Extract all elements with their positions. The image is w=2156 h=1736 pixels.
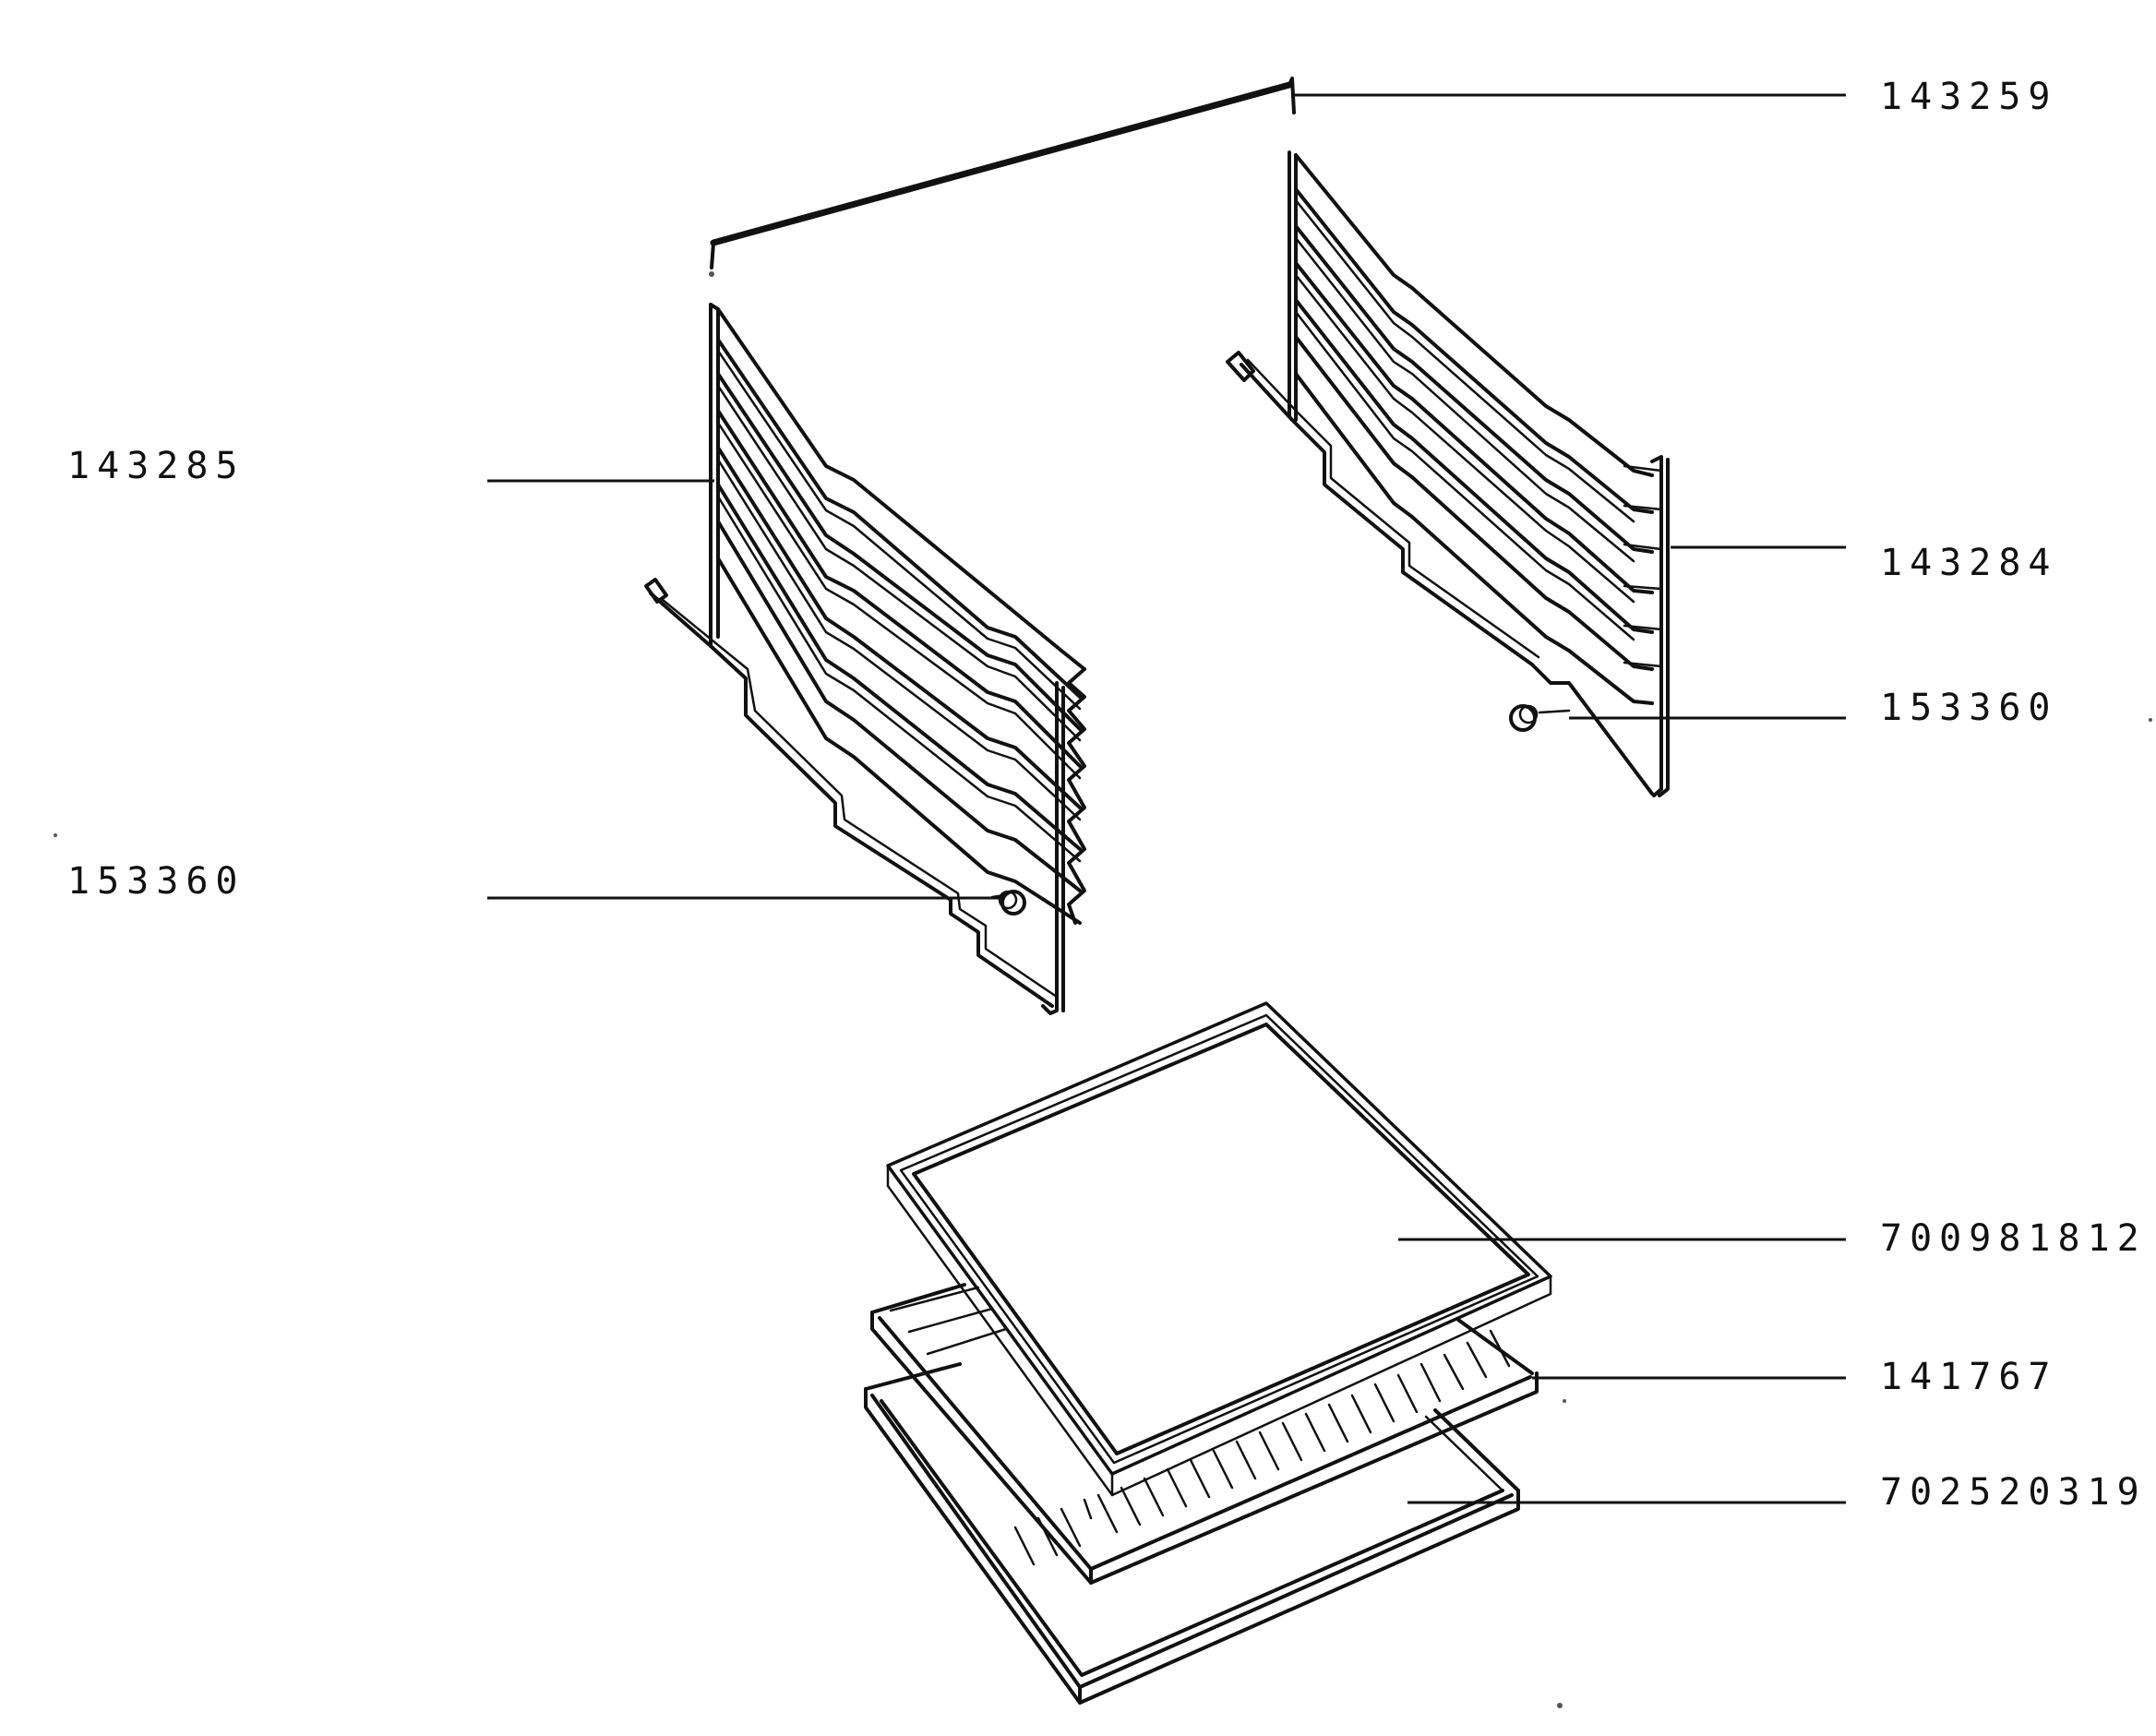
label-drip-tray: 702520319	[1880, 1471, 2147, 1514]
label-glass-shelf: 700981812	[1880, 1217, 2147, 1260]
label-right-rack: 143284	[1880, 542, 2058, 584]
right-rack-part	[1226, 150, 1670, 797]
label-left-support: 153360	[67, 860, 246, 903]
grid-shelf-part	[870, 1283, 1539, 1585]
left-rack-part	[644, 303, 1086, 1015]
leader-lines	[487, 93, 1846, 1504]
label-right-support: 153360	[1880, 687, 2058, 729]
label-left-rack: 143285	[67, 445, 246, 487]
scan-specks	[54, 718, 2152, 1708]
label-top-rod: 143259	[1880, 76, 2058, 118]
part-labels: 143259 143285 143284 153360 153360 70098…	[67, 76, 2147, 1514]
glass-shelf-part	[886, 1001, 1552, 1497]
label-grid-shelf: 141767	[1880, 1356, 2058, 1398]
top-rod-part	[709, 77, 1296, 277]
